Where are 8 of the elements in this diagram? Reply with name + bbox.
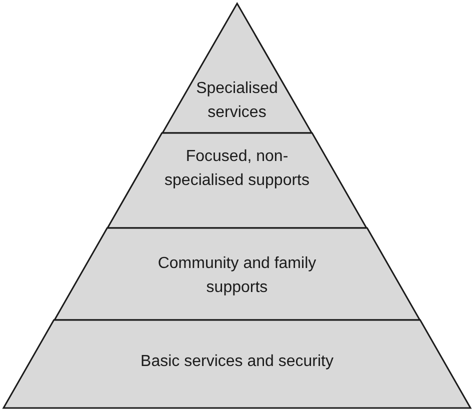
tier-label: Specialised services <box>195 79 279 123</box>
pyramid-tier <box>107 133 367 228</box>
pyramid-tier <box>3 320 471 408</box>
tier-label: Focused, non-specialised supports <box>164 147 310 191</box>
tier-label: Basic services and security <box>140 352 334 372</box>
pyramid-tier <box>162 3 312 133</box>
tier-label: Community and family supports <box>156 254 318 298</box>
pyramid-tier <box>54 228 420 320</box>
